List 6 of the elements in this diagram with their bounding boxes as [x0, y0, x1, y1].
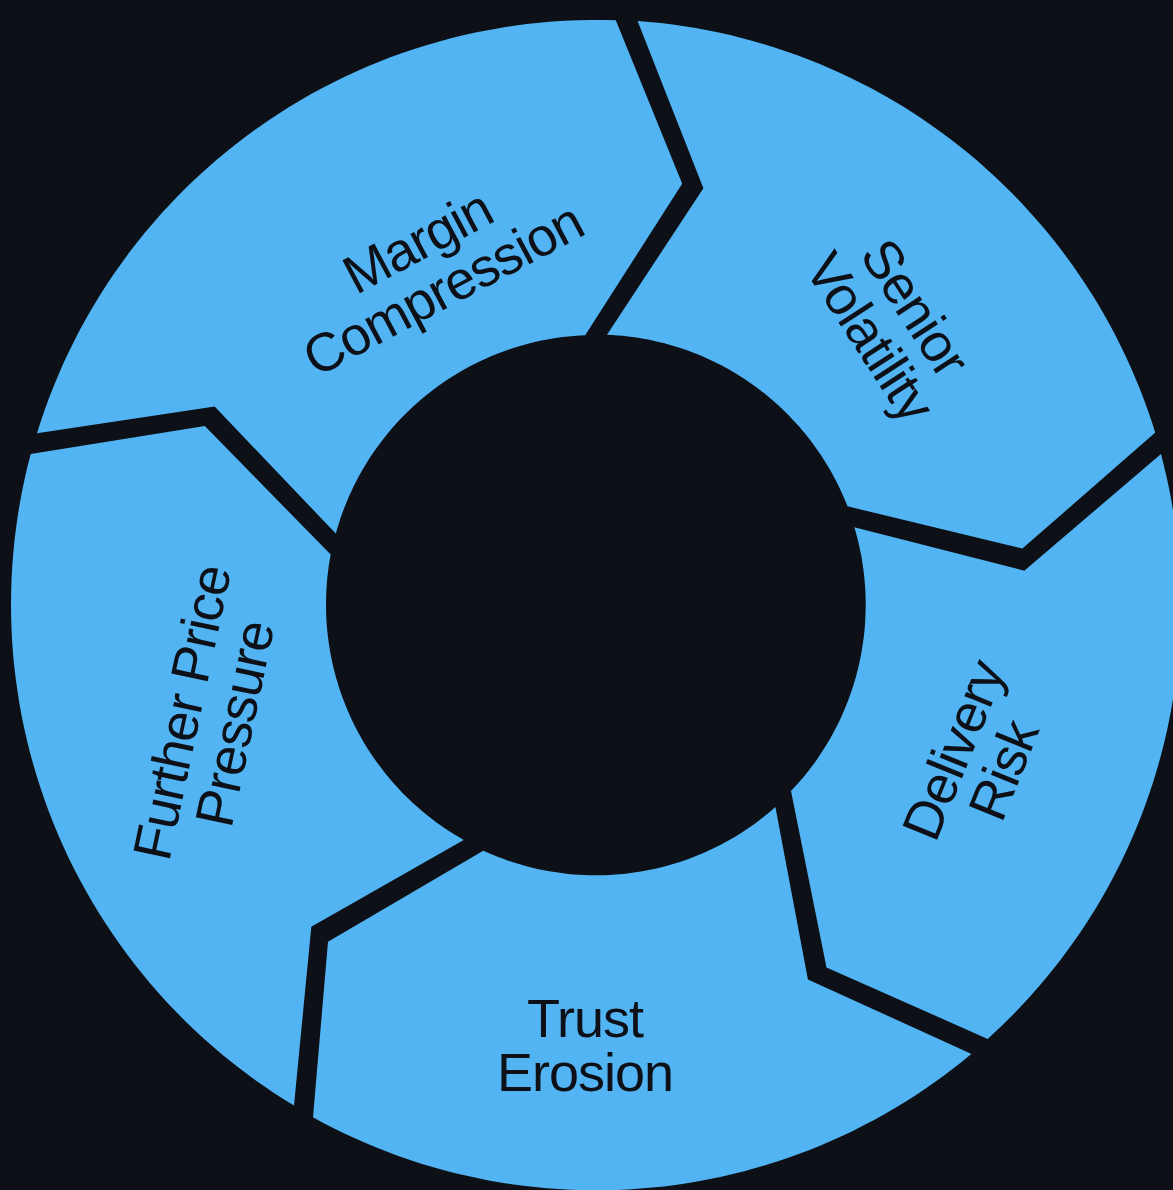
cycle-segment — [11, 426, 464, 1106]
cycle-segment — [607, 21, 1156, 550]
cycle-segment — [36, 20, 682, 534]
segment-label: Trust Erosion — [495, 991, 675, 1099]
cycle-segment — [791, 454, 1173, 1040]
segment-label: Further Price Pressure — [120, 558, 287, 867]
